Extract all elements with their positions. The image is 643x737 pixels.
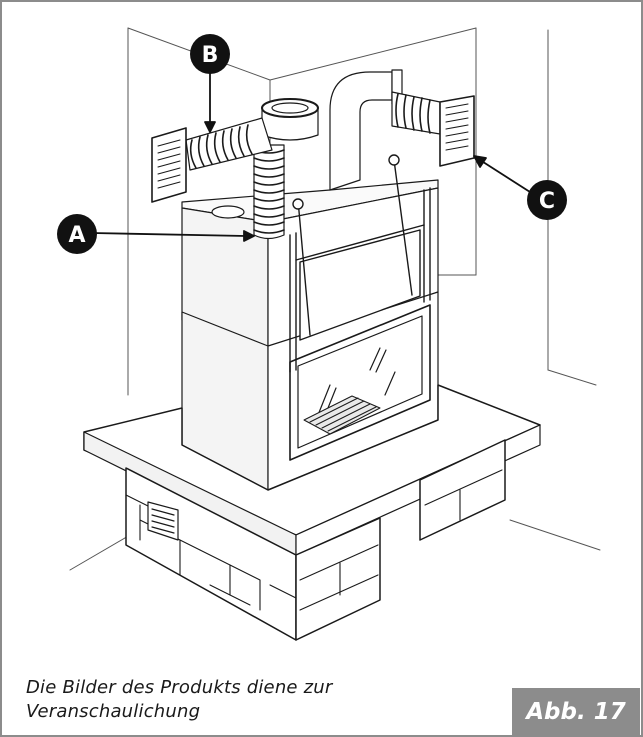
stone-base-right	[295, 439, 506, 641]
marker-c: C	[527, 180, 567, 220]
flex-hose-b	[185, 117, 273, 171]
marker-a: A	[57, 214, 97, 254]
flue-pipe	[329, 69, 403, 191]
caption-line-1: Die Bilder des Produkts diene zur	[26, 677, 333, 698]
marker-a-label: A	[68, 223, 85, 248]
marker-c-label: C	[539, 189, 555, 214]
wall-outline	[69, 27, 601, 571]
door-frame	[289, 154, 431, 373]
leader-a	[91, 230, 255, 242]
marker-b: B	[190, 34, 230, 74]
caption-line-2: Veranschaulichung	[26, 701, 201, 722]
marker-b-label: B	[202, 43, 219, 68]
vent-grille-left	[151, 127, 187, 203]
top-outlet	[261, 98, 319, 141]
leader-c	[473, 155, 531, 193]
figure-number-badge: Abb. 17	[512, 688, 640, 735]
figure-caption: Die Bilder des Produkts diene zur Verans…	[26, 676, 332, 724]
fire-grate	[303, 395, 381, 435]
vent-grille-right	[439, 95, 475, 167]
flex-hose-c	[391, 91, 441, 135]
leader-b	[204, 71, 216, 133]
firebox	[181, 291, 439, 491]
flex-hose-a	[253, 144, 285, 240]
